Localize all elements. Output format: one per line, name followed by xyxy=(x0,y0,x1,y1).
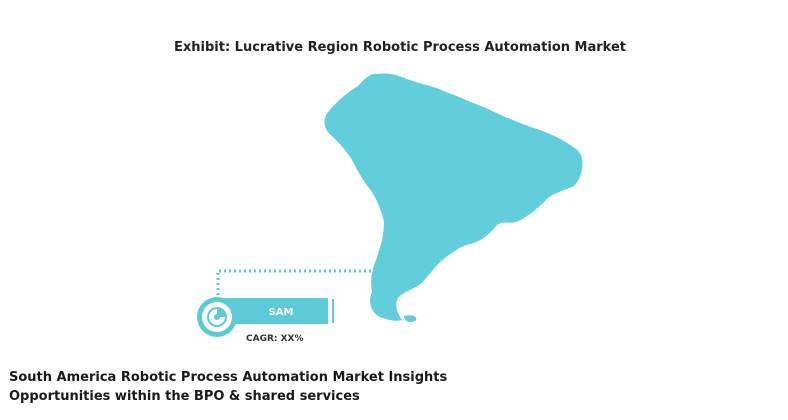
exhibit-title: Exhibit: Lucrative Region Robotic Proces… xyxy=(174,40,626,55)
insights-subheading: Opportunities within the BPO & shared se… xyxy=(9,389,360,404)
pie-chart-icon xyxy=(207,307,227,327)
region-badge-label: SAM xyxy=(269,307,294,318)
island-shape xyxy=(404,315,417,323)
cagr-label: CAGR: XX% xyxy=(246,334,304,344)
south-america-shape[interactable] xyxy=(324,73,583,321)
insights-block: South America Robotic Process Automation… xyxy=(9,368,447,406)
insights-heading: South America Robotic Process Automation… xyxy=(9,370,448,385)
